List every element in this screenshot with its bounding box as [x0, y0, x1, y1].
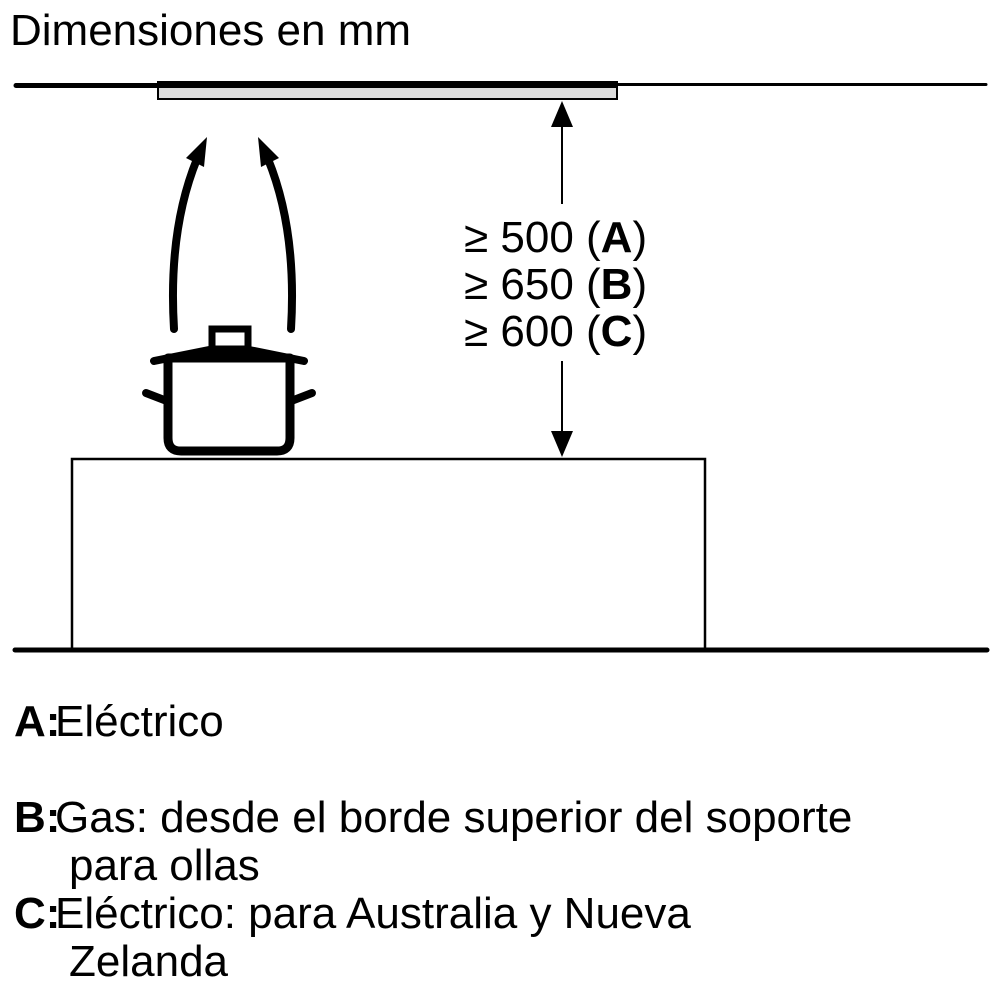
clearance-b-key: B [600, 260, 633, 309]
legend-text-b: Gas: desde el borde superior del soporte… [55, 793, 853, 890]
page-title: Dimensiones en mm [10, 6, 412, 55]
legend-text-c: Eléctrico: para Australia y Nueva Zeland… [55, 889, 691, 986]
clearance-b: ≥ 650 (B) [464, 261, 647, 308]
clearance-c-value: ≥ 600 ( [464, 307, 601, 356]
steam-arrows-icon [169, 137, 296, 333]
legend-item-a: A: Eléctrico [14, 698, 974, 746]
dimension-arrowhead-down-icon [551, 431, 573, 457]
steam-arrow-left-shaft [169, 155, 201, 333]
steam-arrow-right-head [258, 137, 279, 167]
legend-key-c: C: [14, 889, 61, 938]
legend-key-b: B: [14, 793, 61, 842]
dimension-arrowhead-up-icon [551, 101, 573, 127]
clearance-c: ≥ 600 (C) [464, 308, 647, 355]
counter-block [70, 457, 707, 652]
clearance-a-close: ) [632, 213, 648, 262]
clearance-a-value: ≥ 500 ( [464, 213, 601, 262]
steam-arrow-left-head [186, 137, 207, 167]
clearance-b-value: ≥ 650 ( [464, 260, 601, 309]
clearance-c-close: ) [632, 307, 648, 356]
clearance-a-key: A [600, 213, 633, 262]
dimension-arrow [551, 101, 573, 457]
clearance-a: ≥ 500 (A) [464, 214, 647, 261]
diagram-artwork [12, 81, 990, 653]
clearance-b-close: ) [632, 260, 648, 309]
hood-top-edge [158, 81, 617, 88]
clearance-labels: ≥ 500 (A) ≥ 650 (B) ≥ 600 (C) [464, 214, 647, 355]
legend-text-a: Eléctrico [55, 697, 224, 746]
legend-key-a: A: [14, 697, 61, 746]
legend-item-c: C: Eléctrico: para Australia y Nueva Zel… [14, 890, 974, 986]
legend-item-b: B: Gas: desde el borde superior del sopo… [14, 794, 974, 890]
clearance-c-key: C [600, 307, 633, 356]
pot-body [163, 353, 295, 456]
steam-arrow-right-shaft [264, 155, 296, 333]
pot-icon [142, 325, 316, 456]
